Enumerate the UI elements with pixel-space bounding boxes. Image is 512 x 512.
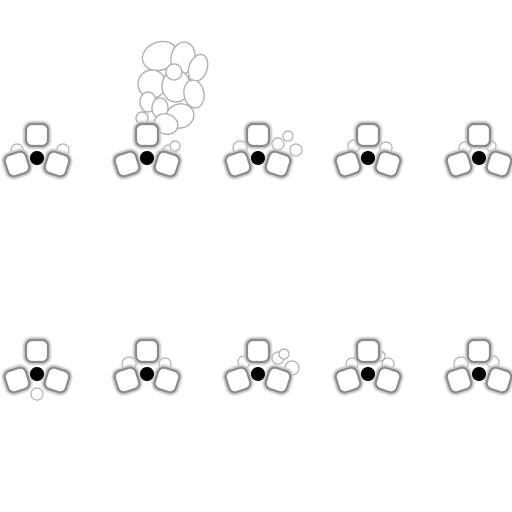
- three-lobe-trap-icon: [334, 124, 402, 178]
- three-lobe-trap-icon: [334, 340, 402, 394]
- trap-core: [472, 367, 486, 381]
- three-lobe-trap-icon: [445, 340, 512, 394]
- trap-core: [361, 367, 375, 381]
- trap-core: [140, 151, 154, 165]
- trap-grid: [3, 124, 512, 401]
- cell-icon: [278, 348, 290, 360]
- three-lobe-trap-icon: [113, 124, 181, 178]
- cell-icon: [165, 63, 183, 81]
- cell-icon: [169, 140, 181, 152]
- three-lobe-trap-icon: [224, 340, 300, 394]
- cell-icon: [282, 130, 294, 142]
- trap-core: [30, 367, 44, 381]
- three-lobe-trap-icon: [224, 124, 303, 178]
- three-lobe-trap-icon: [3, 340, 71, 401]
- trap-core: [361, 151, 375, 165]
- trap-core: [140, 367, 154, 381]
- three-lobe-trap-icon: [3, 124, 71, 178]
- trap-core: [251, 151, 265, 165]
- three-lobe-trap-icon: [445, 124, 512, 178]
- trap-core: [251, 367, 265, 381]
- cell-icon: [30, 387, 44, 401]
- cell-cluster: [135, 40, 209, 135]
- cell-icon: [271, 137, 285, 151]
- trap-core: [472, 151, 486, 165]
- cell-icon: [183, 79, 205, 109]
- cell-icon: [289, 143, 303, 157]
- three-lobe-trap-icon: [113, 340, 181, 394]
- trap-core: [30, 151, 44, 165]
